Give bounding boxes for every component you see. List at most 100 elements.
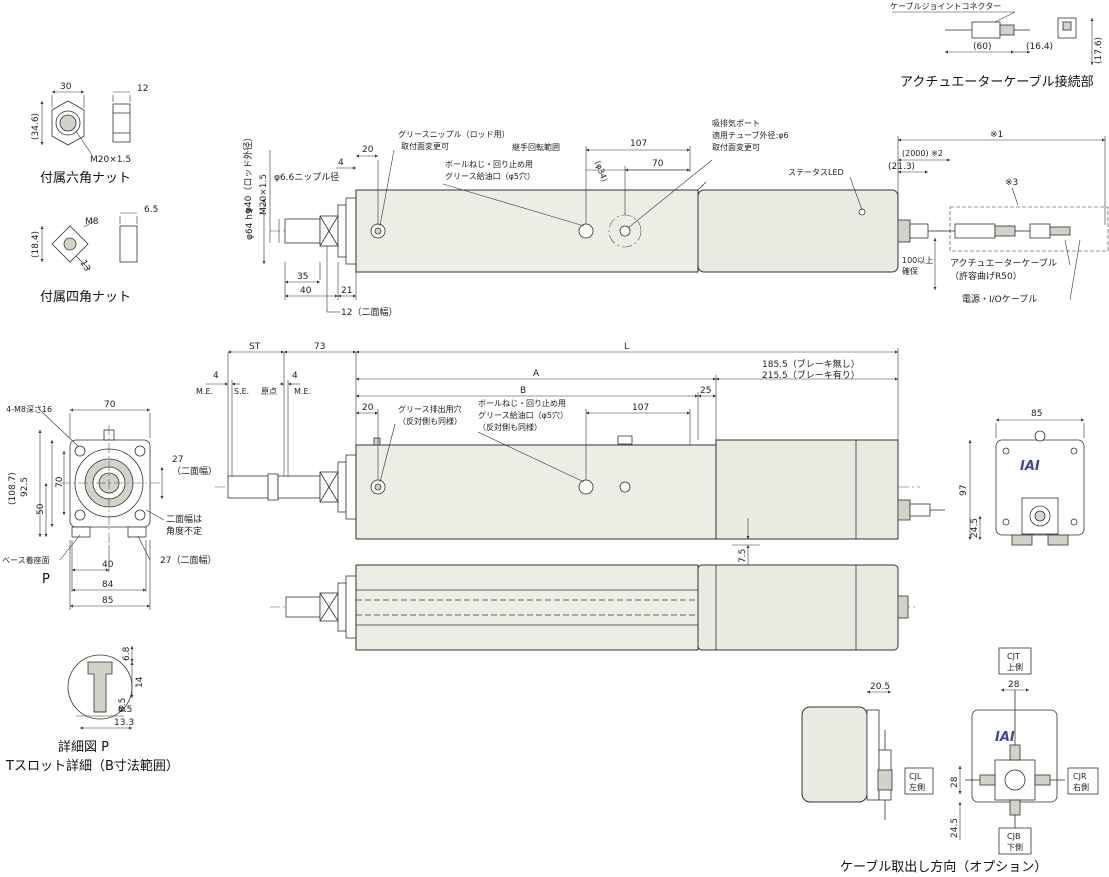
end-view: 4-M8深さ16 70 27 （二面幅） (108.7) 92.5 70 50 … — [2, 400, 217, 610]
rear-85-label: 85 — [1031, 409, 1042, 419]
bottom-view — [270, 564, 915, 651]
sq-thickness-label: 6.5 — [144, 205, 158, 215]
front-ball-label: ボールねじ・回り止め用 — [478, 398, 566, 408]
end-85-label: 85 — [102, 596, 113, 606]
tslot-detail: 6.8 14 8.5 8.5 13.3 詳細図 P Tスロット詳細（B寸法範囲） — [5, 646, 179, 774]
dim-4-top: 4 — [338, 158, 344, 168]
dim-35-label: 35 — [297, 272, 308, 282]
power-io-label: 電源・I/Oケーブル — [962, 293, 1037, 305]
tslot-68-label: 6.8 — [122, 646, 132, 661]
opt-28-label: 28 — [1008, 680, 1020, 690]
base-label: ベース着座面 — [2, 555, 50, 565]
cable-connection-title: アクチュエーターケーブル接続部 — [900, 74, 1094, 90]
front-grease-label: グリース給油口（φ5穴） — [478, 410, 568, 420]
cjl-label: CJL — [909, 772, 922, 781]
conn-height-label: (17.6) — [1094, 37, 1104, 64]
opt-205-label: 20.5 — [870, 682, 890, 692]
dim-st-label: ST — [249, 342, 261, 352]
front-view: ST 73 L A B 185.5（ブレーキ無し） 215.5（ブレーキ有り） … — [196, 342, 945, 565]
cable-connector-view: ケーブルジョイントコネクター (60) (16.4) (17.6) アクチュエー… — [890, 1, 1104, 90]
dim-A-label: A — [533, 369, 540, 379]
port-label: 吸排気ポート — [712, 118, 760, 128]
sq-width-label: 13 — [77, 259, 91, 274]
actuator-cable-label: アクチュエーターケーブル — [950, 257, 1057, 269]
mount-holes-label: 4-M8深さ16 — [6, 405, 52, 414]
se-label: S.E. — [234, 387, 249, 396]
status-led-label: ステータスLED — [788, 168, 844, 177]
end-108-label: (108.7) — [8, 472, 18, 505]
drain-sub-label: （反対側も同様） — [398, 416, 462, 426]
flat-sub-label: 角度不定 — [166, 525, 202, 537]
conn-len1-label: (60) — [973, 42, 991, 52]
dim-215-label: 215.5（ブレーキ有り） — [762, 369, 860, 381]
dim-20-front: 20 — [362, 403, 374, 413]
dim-25-label: 25 — [700, 386, 711, 396]
cable-option-side: 20.5 — [801, 682, 893, 820]
hex-width-label: 30 — [60, 82, 72, 92]
opt-28v-label: 28 — [950, 776, 960, 788]
nipple-label: φ6.6ニップル径 — [274, 171, 339, 183]
note1-label: ※1 — [990, 130, 1003, 140]
cjr-sub-label: 右側 — [1073, 782, 1089, 792]
tslot-14-label: 14 — [135, 676, 145, 688]
dim-12-label: 12（二面幅） — [341, 306, 397, 318]
iai-logo-option: IAI — [995, 730, 1015, 745]
grease-rod-label: グリースニップル（ロッド用） — [398, 129, 510, 139]
connector-label: ケーブルジョイントコネクター — [890, 1, 1001, 11]
hex-height-label: (34.6) — [31, 113, 41, 140]
detail-p-marker: P — [42, 572, 50, 587]
tslot-85b-label: 8.5 — [118, 705, 132, 715]
cjb-label: CJB — [1007, 832, 1020, 841]
thread-label-top: M20×1.5 — [259, 174, 269, 215]
end-84-label: 84 — [102, 580, 114, 590]
dim-21-label: 21 — [341, 286, 352, 296]
origin-label: 原点 — [261, 387, 277, 396]
dim-L-label: L — [624, 342, 629, 352]
hex-thickness-label: 12 — [137, 84, 148, 94]
end-27-label: 27 — [172, 455, 183, 465]
bend-100-label: 100以上 — [902, 256, 933, 265]
tube-label: 適用チューブ外径:φ6 — [712, 130, 789, 140]
bend-radius-label: （許容曲げR50） — [950, 270, 1022, 282]
cjb-sub-label: 下側 — [1007, 842, 1023, 852]
dim-213-label: (21.3) — [888, 162, 915, 172]
dim-107-top: 107 — [630, 139, 647, 149]
dim-20-top: 20 — [362, 145, 374, 155]
cable-2000-label: (2000) ※2 — [902, 149, 943, 158]
cjt-sub-label: 上側 — [1007, 662, 1023, 672]
end-w70-label: 70 — [104, 400, 116, 410]
hex-thread-label: M20×1.5 — [90, 155, 131, 165]
cable-option-title: ケーブル取出し方向（オプション） — [840, 859, 1047, 875]
tslot-title: Tスロット詳細（B寸法範囲） — [5, 758, 179, 774]
ballscrew-label: ボールねじ・回り止め用 — [445, 159, 533, 169]
drain-label: グリース排出用穴 — [398, 404, 462, 414]
end-h50-label: 50 — [36, 503, 46, 515]
square-nut-title: 付属四角ナット — [40, 290, 131, 305]
detail-p-title: 詳細図 P — [58, 739, 109, 755]
rear-245-label: 24.5 — [970, 518, 980, 538]
me2-label: M.E. — [294, 387, 311, 396]
hex-nut-title: 付属六角ナット — [40, 171, 131, 186]
rod-od-label: φ40（ロッド外径） — [242, 133, 254, 213]
grease-port-label: グリース給油口（φ5穴） — [445, 171, 535, 181]
sq-thread-label: M8 — [85, 217, 99, 227]
rear-view: IAI 85 97 24.5 — [959, 409, 1085, 546]
cjl-sub-label: 左側 — [909, 782, 925, 792]
end-925-label: 92.5 — [20, 477, 30, 497]
grease-rod-sub-label: 取付面変更可 — [401, 141, 449, 151]
dim-B-label: B — [520, 386, 526, 396]
square-nut-view: M8 6.5 (18.4) 13 付属四角ナット — [31, 205, 158, 305]
phi64-label: φ64 h9 — [245, 208, 255, 240]
end-40-label: 40 — [102, 560, 114, 570]
phi34-label: (φ34) — [593, 160, 609, 183]
dim-107-front: 107 — [632, 403, 649, 413]
front-opposite-label: （反対側も同様） — [478, 422, 542, 432]
end-h70-label: 70 — [55, 476, 65, 488]
end-27b-label: 27（二面幅） — [160, 554, 216, 566]
tslot-133-label: 13.3 — [114, 718, 134, 728]
dim-73-label: 73 — [314, 342, 325, 352]
sq-height-label: (18.4) — [31, 231, 41, 258]
dim-4b-label: 4 — [292, 371, 298, 381]
port-mount-label: 取付面変更可 — [712, 142, 760, 152]
